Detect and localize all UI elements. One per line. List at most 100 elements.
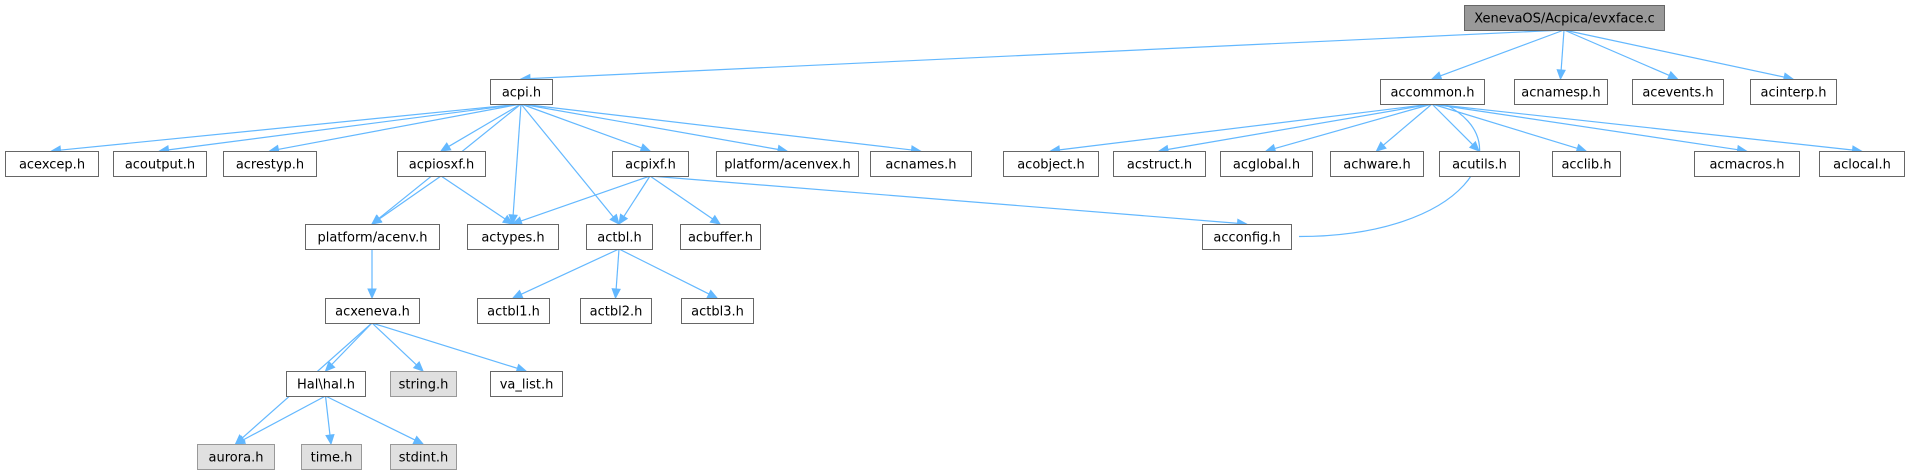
edge-line	[1273, 103, 1433, 150]
acevents-h-node[interactable]: acevents.h	[1632, 79, 1724, 105]
acglobal-h-node[interactable]: acglobal.h	[1220, 151, 1313, 177]
edge-actbl-to-actbl2	[611, 248, 621, 300]
edge-acpi-to-actypes	[508, 103, 522, 226]
node-label: actypes.h	[481, 231, 544, 246]
edge-accommon-to-acutils	[1431, 103, 1480, 152]
platform-acenvex-h-node[interactable]: platform/acenvex.h	[716, 151, 859, 177]
edge-hal-to-aurora	[234, 395, 326, 445]
actbl2-h-node[interactable]: actbl2.h	[580, 298, 652, 324]
acconfig-h-node[interactable]: acconfig.h	[1202, 224, 1292, 250]
hal-h-node[interactable]: Hal\hal.h	[286, 371, 366, 397]
node-label: acoutput.h	[125, 158, 195, 173]
node-box	[1202, 224, 1292, 250]
edge-arrowhead	[639, 143, 652, 153]
edge-arrowhead	[324, 360, 336, 372]
edge-line	[1382, 103, 1433, 147]
acpixf-h-node[interactable]: acpixf.h	[612, 151, 689, 177]
edge-actbl-to-actbl1	[511, 248, 620, 299]
va-list-h-node[interactable]: va_list.h	[490, 371, 563, 397]
node-box	[1113, 151, 1206, 177]
node-label: acinterp.h	[1760, 86, 1826, 101]
acxeneva-h-node[interactable]: acxeneva.h	[325, 298, 420, 324]
node-label: aurora.h	[209, 451, 264, 466]
edge-acxeneva-to-hal	[324, 322, 373, 372]
node-box	[1220, 151, 1313, 177]
edge-acpixf-to-actbl	[618, 175, 651, 226]
edge-line	[1563, 29, 1786, 78]
node-box	[681, 298, 754, 324]
node-box	[390, 444, 457, 470]
node-label: acpixf.h	[625, 158, 676, 173]
node-box	[1750, 79, 1837, 105]
edge-line	[520, 103, 913, 151]
acobject-h-node[interactable]: acobject.h	[1003, 151, 1099, 177]
edge-accommon-to-acobject	[1049, 103, 1433, 155]
edge-line	[615, 248, 620, 291]
node-label: accommon.h	[1390, 86, 1474, 101]
node-label: acxeneva.h	[335, 305, 410, 320]
edge-line	[242, 395, 326, 441]
edge-line	[325, 395, 417, 442]
node-box	[716, 151, 859, 177]
actbl1-h-node[interactable]: actbl1.h	[477, 298, 550, 324]
edge-acpi-to-acenvex	[520, 103, 789, 155]
acrestyp-h-node[interactable]: acrestyp.h	[223, 151, 317, 177]
edge-line	[1563, 29, 1671, 77]
edge-acpi-to-acpiosxf	[439, 103, 522, 152]
node-box	[1439, 151, 1520, 177]
edge-arrowhead	[515, 363, 528, 373]
edge-actbl-to-actbl3	[618, 248, 719, 299]
node-label: time.h	[311, 451, 353, 466]
edge-accommon-to-achware	[1375, 103, 1433, 152]
edge-arrowhead	[1468, 140, 1480, 152]
acnamesp-h-node[interactable]: acnamesp.h	[1514, 79, 1608, 105]
acnames-h-node[interactable]: acnames.h	[870, 151, 972, 177]
node-box	[397, 151, 486, 177]
node-box	[1330, 151, 1424, 177]
actbl3-h-node[interactable]: actbl3.h	[681, 298, 754, 324]
node-label: acglobal.h	[1233, 158, 1300, 173]
edge-line	[618, 248, 711, 295]
acstruct-h-node[interactable]: acstruct.h	[1113, 151, 1206, 177]
edge-acenv-to-acxeneva	[367, 249, 377, 300]
edge-acpi-to-acexcep	[50, 103, 522, 155]
node-box	[467, 224, 559, 250]
acbuffer-h-node[interactable]: acbuffer.h	[680, 224, 761, 250]
acexcep-h-node[interactable]: acexcep.h	[5, 151, 99, 177]
actypes-h-node[interactable]: actypes.h	[467, 224, 559, 250]
aclocal-h-node[interactable]: aclocal.h	[1819, 151, 1905, 177]
actbl-h-node[interactable]: actbl.h	[586, 224, 653, 250]
edge-line	[519, 175, 651, 222]
edge-line	[520, 103, 615, 219]
node-label: va_list.h	[500, 378, 554, 393]
acinterp-h-node[interactable]: acinterp.h	[1750, 79, 1837, 105]
edge-root-to-acevents	[1563, 29, 1679, 80]
edge-acpiosxf-to-actypes	[440, 175, 514, 225]
achware-h-node[interactable]: achware.h	[1330, 151, 1424, 177]
accommon-h-node[interactable]: accommon.h	[1380, 79, 1485, 105]
node-label: acnames.h	[885, 158, 956, 173]
node-label: actbl.h	[597, 231, 641, 246]
edge-root-to-acinterp	[1563, 29, 1795, 82]
platform-acenv-h-node[interactable]: platform/acenv.h	[305, 224, 440, 250]
edge-root-to-acpi	[519, 29, 1565, 84]
node-box	[1380, 79, 1485, 105]
node-label: acconfig.h	[1213, 231, 1280, 246]
edge-accommon-to-aclocal	[1431, 103, 1863, 155]
node-label: actbl3.h	[691, 305, 744, 320]
edge-arrowhead	[1375, 141, 1387, 152]
acoutput-h-node[interactable]: acoutput.h	[113, 151, 207, 177]
node-box	[305, 224, 440, 250]
acpiosxf-h-node[interactable]: acpiosxf.h	[397, 151, 486, 177]
aurora-h-node: aurora.h	[197, 444, 275, 470]
acutils-h-node[interactable]: acutils.h	[1439, 151, 1520, 177]
acpi-h-node[interactable]: acpi.h	[490, 79, 553, 105]
edge-line	[1298, 103, 1481, 238]
edge-arrowhead	[508, 214, 518, 226]
acmacros-h-node[interactable]: acmacros.h	[1694, 151, 1800, 177]
node-box	[612, 151, 689, 177]
node-box	[197, 444, 275, 470]
acclib-h-node[interactable]: acclib.h	[1552, 151, 1621, 177]
node-label: acbuffer.h	[688, 231, 753, 246]
